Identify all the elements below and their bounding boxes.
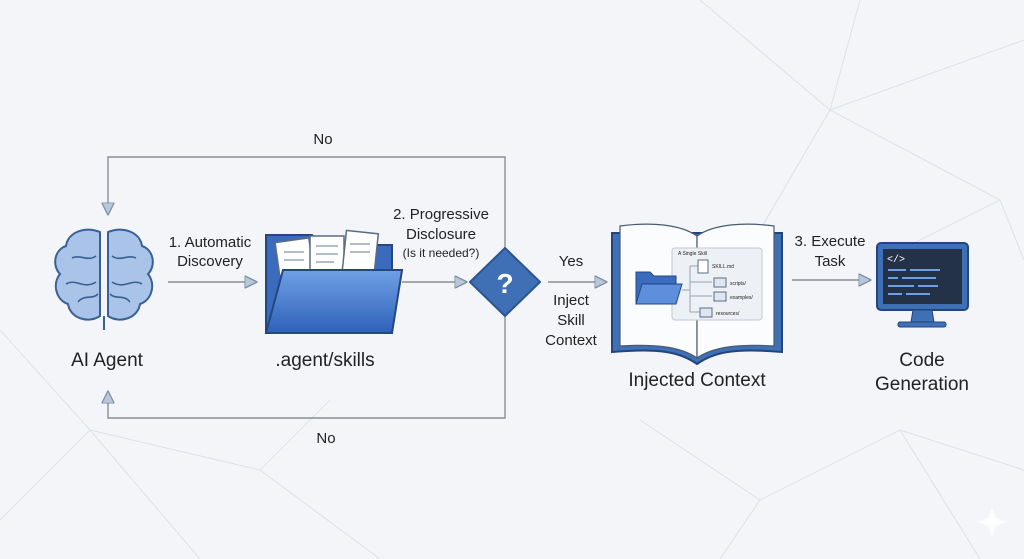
yes-label: Yes xyxy=(559,253,583,270)
discovery-label-1: 1. Automatic xyxy=(169,234,252,251)
no-label-top: No xyxy=(313,131,332,148)
sparkle-icon xyxy=(978,508,1006,536)
node-injected-context: Injected Context xyxy=(628,370,766,391)
node-code-line2: Generation xyxy=(875,374,969,395)
discovery-label-2: Discovery xyxy=(177,253,243,270)
question-mark-icon: ? xyxy=(496,268,513,299)
progressive-label-2: Disclosure xyxy=(406,226,476,243)
node-ai-agent: AI Agent xyxy=(71,350,144,371)
injected-context-book-icon xyxy=(611,223,783,366)
skills-folder-icon xyxy=(264,229,404,334)
skill-item-resources: resources/ xyxy=(716,311,740,317)
skill-item-scripts: scripts/ xyxy=(730,281,746,287)
execute-label-2: Task xyxy=(815,253,846,270)
progressive-label-1: 2. Progressive xyxy=(393,206,489,223)
no-loop-bottom xyxy=(108,314,506,419)
decision-diamond: ? xyxy=(469,247,541,317)
skill-item-examples: examples/ xyxy=(730,295,753,301)
monitor-code-icon: </> xyxy=(876,242,969,328)
node-agent-skills: .agent/skills xyxy=(275,350,374,371)
skill-card-title: A Single Skill xyxy=(678,251,707,257)
no-loop-top xyxy=(108,156,506,250)
code-brackets-icon: </> xyxy=(887,254,905,266)
execute-label-1: 3. Execute xyxy=(795,233,866,250)
no-label-bottom: No xyxy=(316,430,335,447)
skill-item-skill-md: SKILL.md xyxy=(712,264,734,270)
node-code-line1: Code xyxy=(899,350,944,371)
inject-label-3: Context xyxy=(545,332,598,349)
progressive-question: (Is it needed?) xyxy=(403,246,480,260)
brain-icon xyxy=(54,228,154,330)
inject-label-1: Inject xyxy=(553,292,590,309)
inject-label-2: Skill xyxy=(557,312,585,329)
